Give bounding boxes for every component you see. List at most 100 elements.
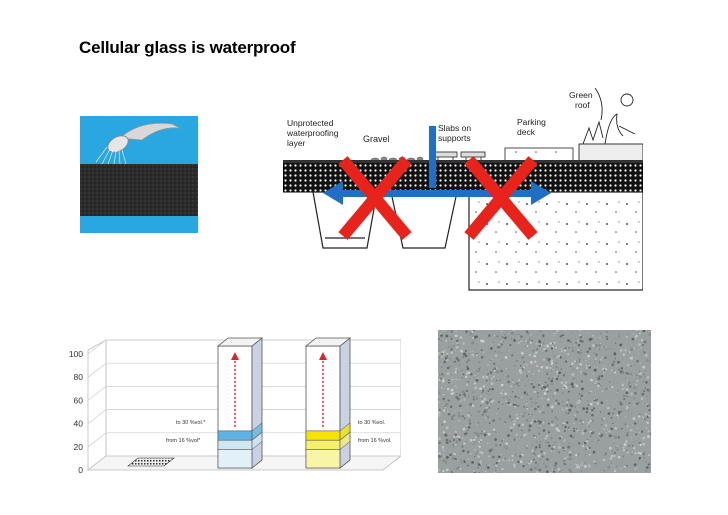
speckle — [599, 337, 601, 339]
speckle — [501, 458, 503, 460]
speckle — [538, 443, 541, 446]
speckle — [561, 408, 564, 411]
speckle — [492, 341, 494, 344]
speckle — [574, 413, 577, 417]
speckle — [479, 404, 482, 407]
speckle — [462, 369, 464, 371]
speckle — [459, 400, 462, 402]
speckle — [454, 334, 458, 338]
label-gravel: Gravel — [363, 134, 390, 144]
speckle — [457, 343, 459, 346]
speckle — [452, 378, 454, 381]
speckle — [520, 436, 522, 438]
speckle — [538, 422, 541, 425]
speckle — [648, 333, 651, 336]
speckle — [546, 384, 549, 387]
speckle — [534, 461, 538, 464]
speckle — [576, 366, 579, 370]
speckle — [533, 407, 537, 411]
speckle — [621, 388, 624, 391]
speckle — [487, 364, 489, 367]
speckle — [452, 444, 454, 446]
speckle — [551, 447, 554, 451]
speckle — [640, 397, 644, 400]
speckle — [446, 355, 448, 357]
speckle — [526, 406, 528, 409]
speckle — [454, 430, 457, 434]
speckle — [442, 354, 445, 357]
column-segment — [217, 430, 253, 441]
speckle — [576, 428, 578, 430]
speckle — [580, 380, 584, 383]
speckle — [574, 406, 576, 408]
speckle — [492, 455, 495, 459]
speckle — [525, 419, 529, 422]
speckle — [630, 365, 632, 367]
speckle — [508, 356, 510, 358]
speckle — [438, 391, 441, 394]
speckle — [496, 413, 498, 415]
speckle — [455, 339, 459, 343]
speckle — [459, 378, 461, 380]
column-segment-side — [251, 422, 263, 441]
speckle — [639, 432, 641, 434]
speckle — [457, 466, 460, 469]
speckle — [497, 459, 501, 462]
speckle — [588, 347, 592, 351]
speckle — [618, 410, 621, 414]
speckle — [542, 429, 546, 432]
speckle — [525, 375, 527, 377]
speckle — [584, 453, 586, 455]
speckle — [623, 398, 626, 401]
speckle — [635, 383, 638, 386]
speckle — [475, 378, 479, 382]
speckle — [586, 350, 589, 353]
speckle — [567, 384, 569, 386]
speckle — [441, 379, 445, 383]
y-tick-label: 40 — [74, 419, 84, 429]
speckle — [522, 370, 524, 371]
speckle — [484, 416, 487, 419]
speckle — [487, 373, 489, 375]
speckle — [576, 385, 579, 388]
concrete-supports — [312, 191, 458, 249]
speckle — [601, 390, 604, 393]
speckle — [512, 409, 514, 411]
speckle — [607, 434, 608, 436]
speckle — [459, 467, 462, 471]
speckle — [546, 390, 549, 393]
speckle — [477, 369, 479, 371]
speckle — [489, 452, 491, 454]
speckle — [643, 390, 646, 393]
speckle — [560, 350, 563, 353]
speckle — [463, 355, 466, 357]
speckle — [466, 367, 470, 371]
speckle — [507, 380, 510, 384]
speckle — [526, 401, 528, 403]
speckle — [637, 353, 639, 355]
speckle — [538, 433, 540, 435]
column-top — [304, 337, 352, 347]
speckle — [541, 334, 545, 337]
speckle — [469, 333, 472, 336]
speckle — [625, 335, 628, 338]
speckle — [649, 364, 651, 366]
speckle — [649, 432, 651, 435]
speckle — [445, 402, 449, 406]
speckle — [528, 424, 532, 428]
speckle — [513, 463, 517, 467]
speckle — [536, 348, 538, 351]
speckle — [581, 429, 583, 431]
speckle — [605, 348, 607, 351]
speckle — [493, 463, 495, 465]
speckle — [440, 356, 443, 358]
speckle — [482, 351, 485, 353]
svg-text:Slabs on: Slabs on — [438, 123, 471, 133]
speckle — [496, 379, 498, 382]
speckle — [567, 353, 569, 355]
speckle — [445, 357, 447, 360]
speckle — [604, 356, 607, 359]
speckle — [645, 470, 647, 472]
speckle — [550, 379, 554, 383]
y-tick-label: 60 — [74, 395, 84, 405]
